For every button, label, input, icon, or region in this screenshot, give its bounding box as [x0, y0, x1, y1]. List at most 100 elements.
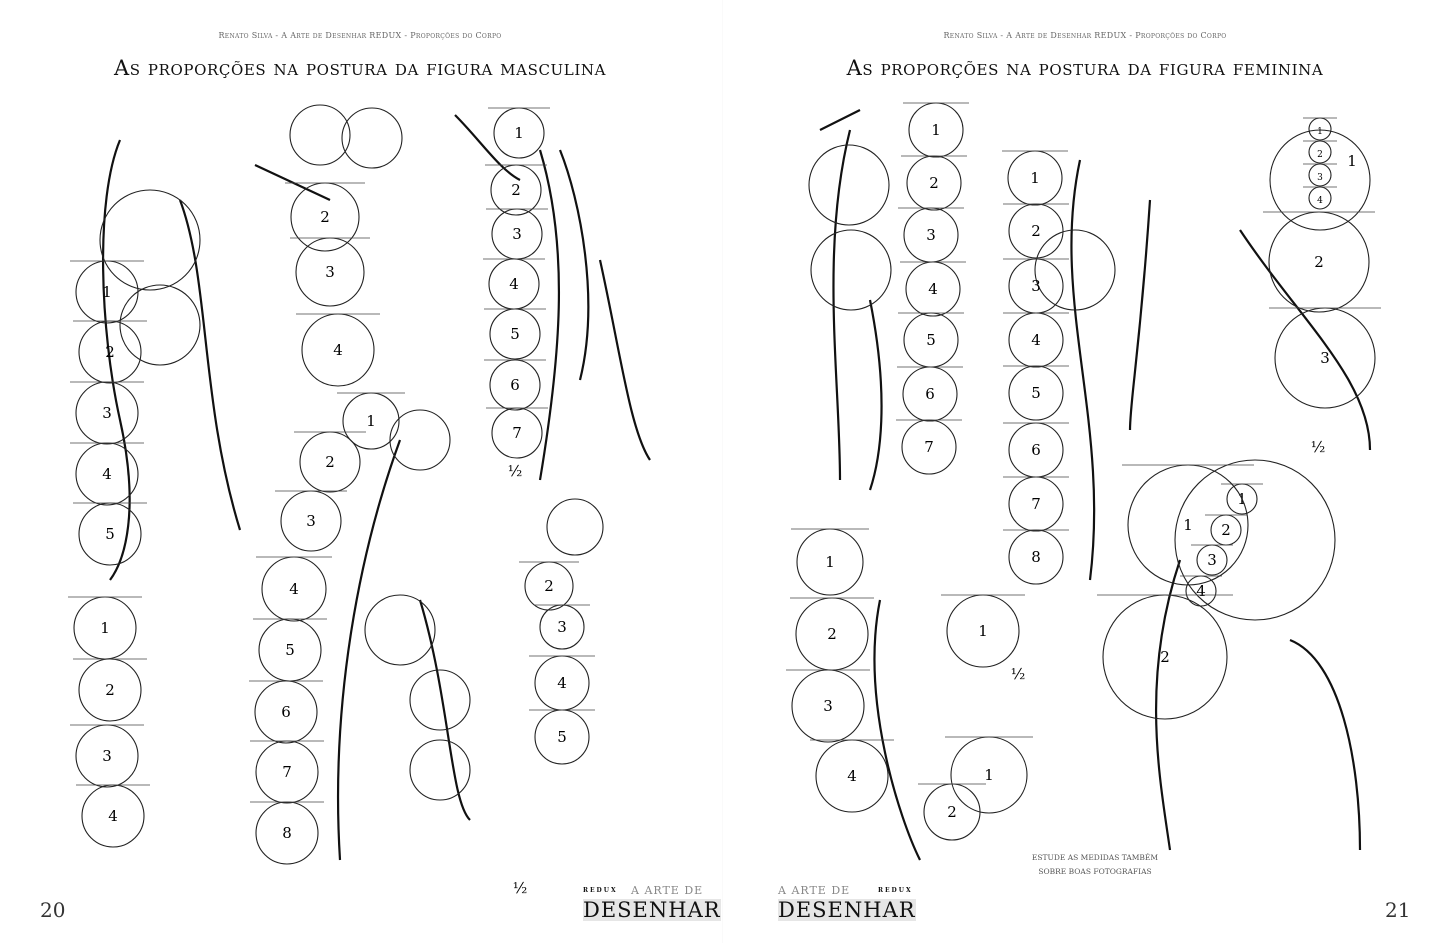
figure-contour: [538, 149, 560, 481]
figure-contour: [1289, 638, 1362, 851]
circle-number-label: 1: [366, 412, 376, 430]
circle-number-label: 2: [1314, 253, 1324, 271]
circle-number-label: 8: [1031, 548, 1041, 566]
circle-number-label: 2: [1221, 521, 1231, 539]
circle-number-label: 5: [926, 331, 936, 349]
left-running-header: Renato Silva - A Arte de Desenhar REDUX …: [218, 31, 502, 40]
circle-number-label: ½: [1311, 438, 1326, 456]
figure-contour: [873, 599, 921, 861]
right-running-header: Renato Silva - A Arte de Desenhar REDUX …: [943, 31, 1227, 40]
figure-contour: [832, 129, 852, 481]
figure-male-torso-back: 2 3 4: [285, 182, 380, 387]
circle-number-label: 2: [105, 681, 115, 699]
figure-contour: [178, 199, 242, 531]
logo-line1: A ARTE DE: [778, 884, 851, 897]
note-line-2: SOBRE BOAS FOTOGRAFIAS: [1038, 867, 1152, 876]
figure-contour: [418, 599, 471, 821]
figure-contour: [336, 439, 402, 861]
circle-number-label: 2: [320, 208, 330, 226]
proportion-circle: [364, 594, 436, 666]
circle-number-label: 2: [511, 181, 521, 199]
circle-number-label: 5: [285, 641, 295, 659]
circle-number-label: 1: [102, 283, 112, 301]
circle-number-label: 7: [1031, 495, 1041, 513]
circle-number-label: 5: [1031, 384, 1041, 402]
circle-number-label: 1: [100, 619, 110, 637]
circle-number-label: 1: [1347, 152, 1357, 170]
circle-number-label: 5: [557, 728, 567, 746]
circle-number-label: 3: [325, 263, 335, 281]
circle-number-label: 3: [1320, 349, 1330, 367]
circle-number-label: 8: [282, 824, 292, 842]
circle-number-label: 3: [557, 618, 567, 636]
left-page-title: As proporções na postura da figura mascu…: [113, 56, 607, 80]
circle-number-label: 1: [931, 121, 941, 139]
circle-number-label: 3: [823, 697, 833, 715]
circle-number-label: 4: [928, 280, 938, 298]
figure-contour: [598, 259, 651, 461]
proportion-circle: [1174, 459, 1336, 621]
circle-number-label: 3: [1031, 277, 1041, 295]
circle-number-label: 4: [333, 341, 343, 359]
circle-number-label: 6: [510, 376, 520, 394]
proportion-circle: [99, 189, 201, 291]
circle-number-label: 2: [827, 625, 837, 643]
circle-number-label: 4: [1196, 582, 1206, 600]
circle-number-label: 1: [825, 553, 835, 571]
figure-contour: [868, 299, 883, 491]
circle-number-label: 2: [105, 343, 115, 361]
proportion-circle: [389, 409, 451, 471]
figure-contour: [454, 114, 521, 181]
proportion-circle: [409, 739, 471, 801]
logo-line1: A ARTE DE: [631, 884, 704, 897]
circle-number-label: 1: [514, 124, 524, 142]
proportion-circle: [810, 229, 892, 311]
figure-contour: [254, 164, 331, 201]
circle-number-label: 4: [509, 275, 519, 293]
circle-number-label: 2: [1317, 150, 1323, 160]
circle-number-label: 5: [105, 525, 115, 543]
circle-number-label: 7: [512, 424, 522, 442]
study-note: ESTUDE AS MEDIDAS TAMBÉM SOBRE BOAS FOTO…: [1032, 851, 1158, 879]
circle-number-label: 4: [102, 465, 112, 483]
left-page-number: 20: [40, 898, 66, 922]
proportion-circle: [546, 498, 604, 556]
circle-number-label: 2: [929, 174, 939, 192]
right-page-title: As proporções na postura da figura femin…: [846, 56, 1324, 80]
proportion-circle: [341, 107, 403, 169]
circle-number-label: 6: [281, 703, 291, 721]
circle-number-label: 7: [282, 763, 292, 781]
proportion-circle: [1034, 229, 1116, 311]
circle-number-label: 3: [512, 225, 522, 243]
figure-contour: [101, 139, 131, 581]
figure-contour: [1070, 159, 1096, 581]
circle-number-label: 4: [847, 767, 857, 785]
circle-number-label: 2: [1031, 222, 1041, 240]
circle-number-label: 1: [984, 766, 994, 784]
circle-number-label: 2: [1160, 648, 1170, 666]
proportion-circle: [808, 144, 890, 226]
logo-line2: DESENHAR: [778, 898, 916, 922]
figure-male-upper-back: 1 2 3 4: [68, 596, 150, 848]
circle-number-label: 2: [544, 577, 554, 595]
circle-number-label: 3: [926, 226, 936, 244]
proportion-circle: [1269, 129, 1371, 231]
circle-number-label: 1: [1183, 516, 1193, 534]
circle-number-label: 4: [108, 807, 118, 825]
circle-number-label: 3: [102, 747, 112, 765]
circle-number-label: 6: [925, 385, 935, 403]
proportion-circle: [289, 104, 351, 166]
circle-number-label: 2: [947, 803, 957, 821]
note-line-1: ESTUDE AS MEDIDAS TAMBÉM: [1031, 853, 1159, 862]
figure-contour: [819, 109, 861, 131]
circle-number-label: 2: [325, 453, 335, 471]
proportion-circle: [119, 284, 201, 366]
right-page-number: 21: [1385, 898, 1411, 922]
circle-number-label: ½: [1011, 665, 1026, 683]
circle-number-label: 4: [289, 580, 299, 598]
